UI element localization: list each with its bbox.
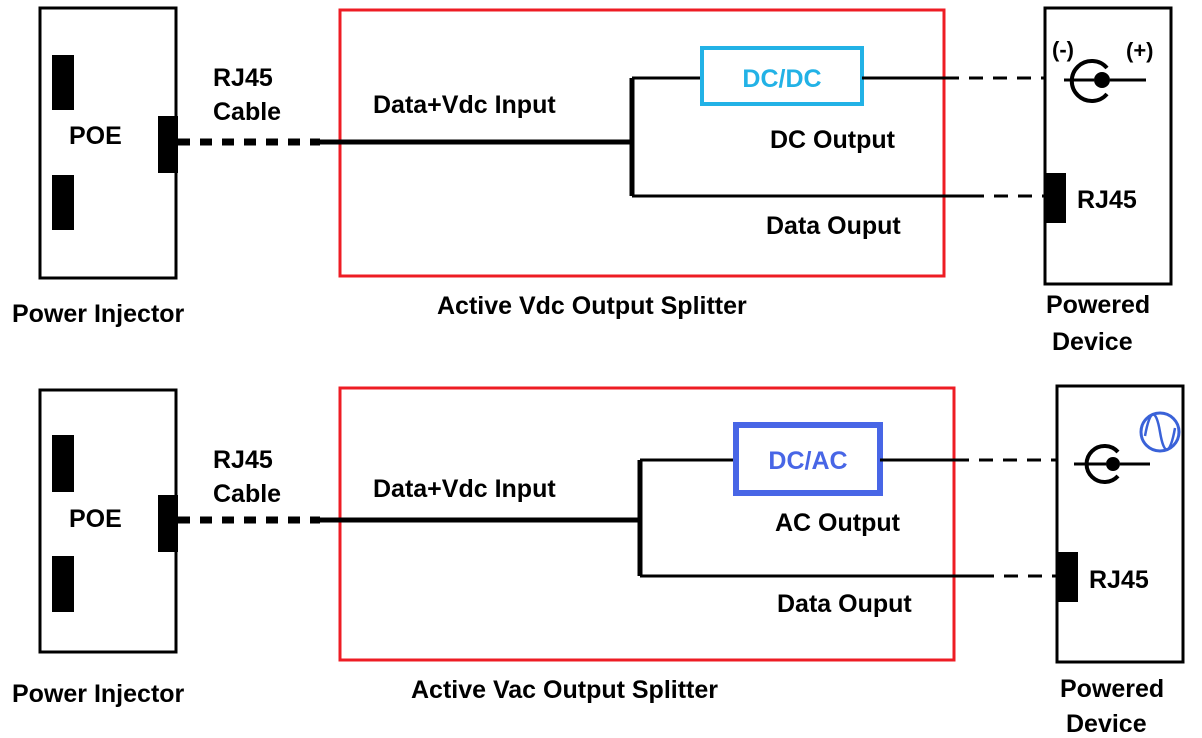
bottom-device-port-label: RJ45: [1089, 566, 1149, 594]
top-rj45-cable: RJ45 Cable: [178, 64, 320, 146]
bottom-data-output-label: Data Ouput: [777, 590, 912, 618]
bottom-splitter-box: [338, 386, 956, 662]
bottom-injector-caption: Power Injector: [12, 680, 185, 708]
top-cable-label-line1: RJ45: [213, 64, 273, 92]
bottom-device-caption-line1: Powered: [1060, 675, 1164, 703]
top-device-box: [1043, 6, 1173, 286]
ac-sine-icon: [1139, 411, 1181, 453]
top-device-minus-label: (-): [1052, 37, 1074, 62]
top-injector-label: POE: [69, 122, 122, 150]
bottom-device-caption-line2: Device: [1066, 710, 1147, 738]
bottom-power-output-label: AC Output: [775, 509, 901, 537]
top-device-port-label: RJ45: [1077, 186, 1137, 214]
bottom-device-rj45-port: [1057, 552, 1078, 602]
bottom-device-box: [1055, 384, 1185, 664]
bottom-splitter-caption: Active Vac Output Splitter: [411, 676, 718, 704]
top-device-plus-label: (+): [1126, 38, 1154, 63]
top-power-injector: POE Power Injector: [12, 6, 185, 328]
bottom-injector-port-output: [158, 495, 178, 552]
top-device-caption-line1: Powered: [1046, 291, 1150, 319]
bottom-power-injector: POE Power Injector: [12, 388, 185, 708]
bottom-rj45-cable: RJ45 Cable: [178, 446, 320, 524]
top-dcdc-converter: [700, 46, 864, 106]
bottom-diagram: POE Power Injector RJ45 Cable DC/AC Data…: [12, 384, 1185, 738]
bottom-input-label: Data+Vdc Input: [373, 475, 556, 503]
top-powered-device: (-) (+) RJ45 Powered Device: [1043, 6, 1173, 356]
top-injector-caption: Power Injector: [12, 300, 185, 328]
top-device-caption-line2: Device: [1052, 328, 1133, 356]
bottom-cable-label-line1: RJ45: [213, 446, 273, 474]
barrel-jack-icon: [1074, 444, 1150, 484]
top-device-rj45-port: [1045, 173, 1066, 223]
top-cable-label-line2: Cable: [213, 98, 281, 126]
bottom-cable-label-line2: Cable: [213, 480, 281, 508]
top-splitter: DC/DC Data+Vdc Input DC Output Data Oupu…: [320, 8, 970, 320]
top-converter-label: DC/DC: [742, 65, 821, 93]
barrel-jack-icon: [1064, 59, 1146, 103]
top-splitter-caption: Active Vdc Output Splitter: [437, 292, 747, 320]
top-diagram: POE Power Injector RJ45 Cable DC/DC Data…: [12, 6, 1173, 356]
bottom-injector-port-upper: [52, 435, 74, 492]
top-input-label: Data+Vdc Input: [373, 91, 556, 119]
top-injector-port-upper: [52, 55, 74, 110]
top-injector-port-lower: [52, 175, 74, 230]
bottom-powered-device: RJ45 Powered Device: [1055, 384, 1185, 738]
bottom-converter-label: DC/AC: [768, 447, 847, 475]
top-data-output-label: Data Ouput: [766, 212, 901, 240]
bottom-dcac-converter: [733, 422, 883, 496]
bottom-injector-label: POE: [69, 505, 122, 533]
top-injector-box: [38, 6, 178, 280]
top-injector-port-output: [158, 116, 178, 173]
top-power-output-label: DC Output: [770, 126, 896, 154]
bottom-injector-port-lower: [52, 556, 74, 612]
bottom-splitter: DC/AC Data+Vdc Input AC Output Data Oupu…: [320, 386, 980, 704]
